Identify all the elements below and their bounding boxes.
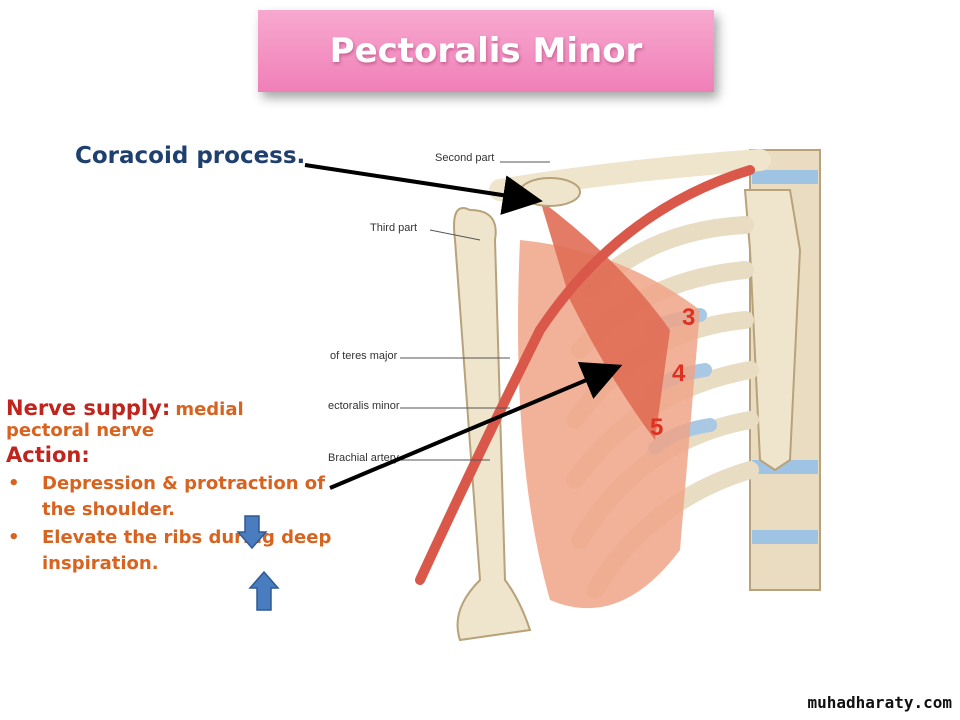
figure-label-pectoralis-minor: ectoralis minor [328, 400, 400, 412]
rib-number-3: 3 [682, 304, 696, 331]
brachial-artery [415, 165, 755, 585]
watermark: muhadharaty.com [807, 693, 953, 712]
action-item-text: Depression & protraction of the shoulder… [42, 473, 325, 520]
down-arrow-icon [236, 515, 268, 550]
description-panel: Nerve supply: medial pectoral nerve Acti… [6, 396, 336, 579]
action-heading: Action: [6, 443, 90, 467]
rib-number-5: 5 [650, 414, 664, 441]
figure-label-second-part: Second part [435, 152, 495, 164]
sternum [743, 189, 802, 472]
pectoralis-minor-muscle [540, 200, 670, 440]
bullet-icon: • [8, 527, 20, 548]
nerve-supply-text: medial [175, 399, 244, 420]
figure-label-teres-major: of teres major [330, 350, 398, 362]
coracoid-pointer-arrow [304, 163, 543, 215]
action-item: • Depression & protraction of the should… [6, 471, 336, 523]
bullet-icon: • [8, 473, 20, 494]
action-item: • Elevate the ribs during deep inspirati… [6, 525, 336, 577]
action-list: • Depression & protraction of the should… [6, 471, 336, 577]
slide-title: Pectoralis Minor [329, 31, 643, 71]
nerve-supply-line: Nerve supply: medial [6, 396, 336, 420]
pectoralis-minor-pointer-arrow [329, 361, 623, 490]
coracoid-process-label: Coracoid process. [75, 143, 306, 169]
anatomy-figure: Second part Third part of teres major ec… [320, 130, 860, 675]
title-banner: Pectoralis Minor [258, 10, 714, 92]
anatomy-illustration [400, 149, 821, 642]
figure-label-brachial-artery: Brachial artery [328, 452, 399, 464]
figure-label-third-part: Third part [370, 222, 418, 234]
up-arrow-icon [248, 570, 280, 611]
nerve-supply-heading: Nerve supply: [6, 396, 171, 420]
rib-number-4: 4 [672, 360, 686, 387]
leader-lines [400, 161, 550, 461]
action-item-text: Elevate the ribs during deep inspiration… [42, 527, 332, 574]
nerve-supply-text-line2: pectoral nerve [6, 420, 155, 441]
